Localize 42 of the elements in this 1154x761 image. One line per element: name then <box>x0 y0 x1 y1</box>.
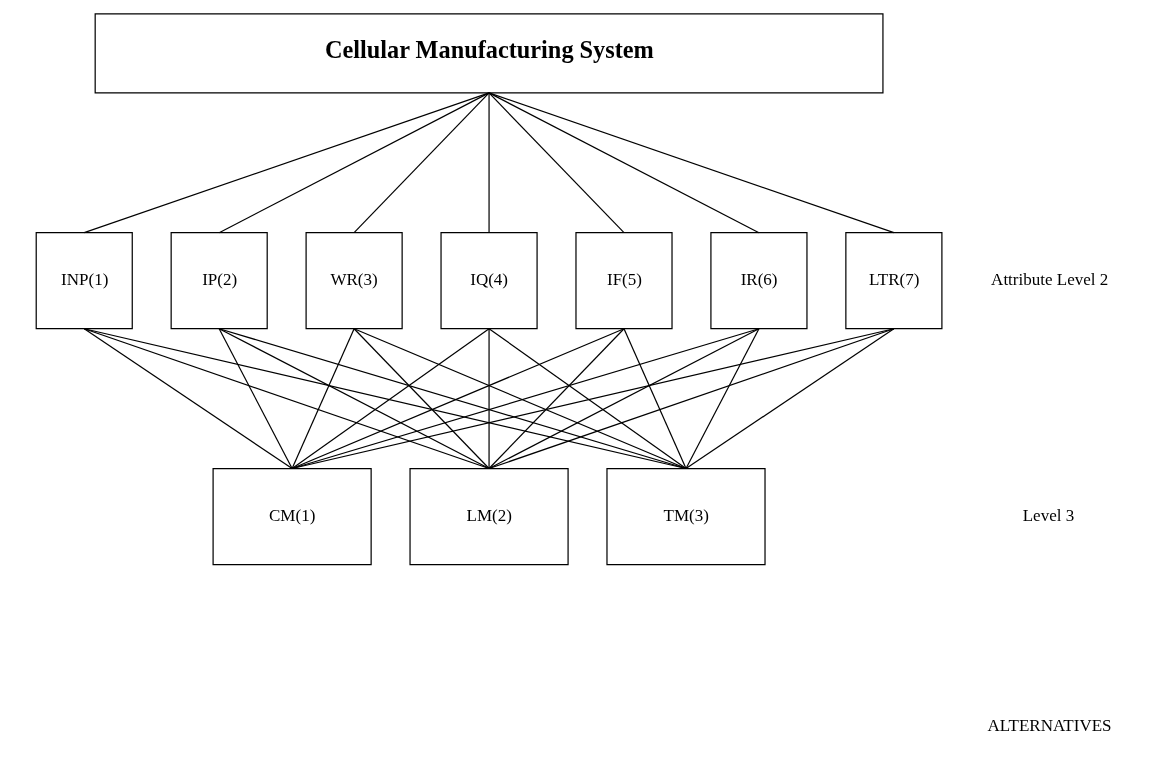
connector <box>487 327 625 469</box>
node-box: IP(2) <box>170 231 268 329</box>
connector <box>218 327 687 469</box>
connector <box>684 327 894 469</box>
connector <box>83 327 490 469</box>
node-box: CM(1) <box>212 467 372 565</box>
connector <box>353 327 687 469</box>
connector <box>487 91 760 233</box>
node-box: IR(6) <box>709 231 808 329</box>
connector <box>353 327 490 469</box>
node-box: INP(1) <box>35 231 133 329</box>
connector <box>83 91 490 233</box>
connector <box>487 327 687 469</box>
node-box: Cellular Manufacturing System <box>94 12 884 93</box>
label: Attribute Level 2 <box>990 269 1108 289</box>
connector <box>487 327 760 469</box>
connector <box>291 327 760 469</box>
connector <box>487 91 894 233</box>
connector <box>487 327 490 469</box>
connector <box>218 91 490 233</box>
node-box: LM(2) <box>408 467 569 565</box>
connector <box>353 91 490 233</box>
connector <box>291 327 355 469</box>
connector <box>291 327 625 469</box>
connector <box>291 327 490 469</box>
connector <box>487 91 490 233</box>
node-box: IF(5) <box>574 231 673 329</box>
connector <box>487 327 894 469</box>
connector <box>487 91 625 233</box>
connector <box>622 327 687 469</box>
node-box: IQ(4) <box>439 231 538 329</box>
connector <box>291 327 894 469</box>
connector <box>83 327 293 469</box>
connector <box>218 327 490 469</box>
connector <box>684 327 760 469</box>
node-box: WR(3) <box>305 231 403 329</box>
label: ALTERNATIVES <box>986 715 1112 735</box>
connector <box>218 327 293 469</box>
node-box: TM(3) <box>605 467 766 565</box>
connector <box>83 327 687 469</box>
node-box: LTR(7) <box>844 231 942 329</box>
label: Level 3 <box>1022 505 1074 525</box>
